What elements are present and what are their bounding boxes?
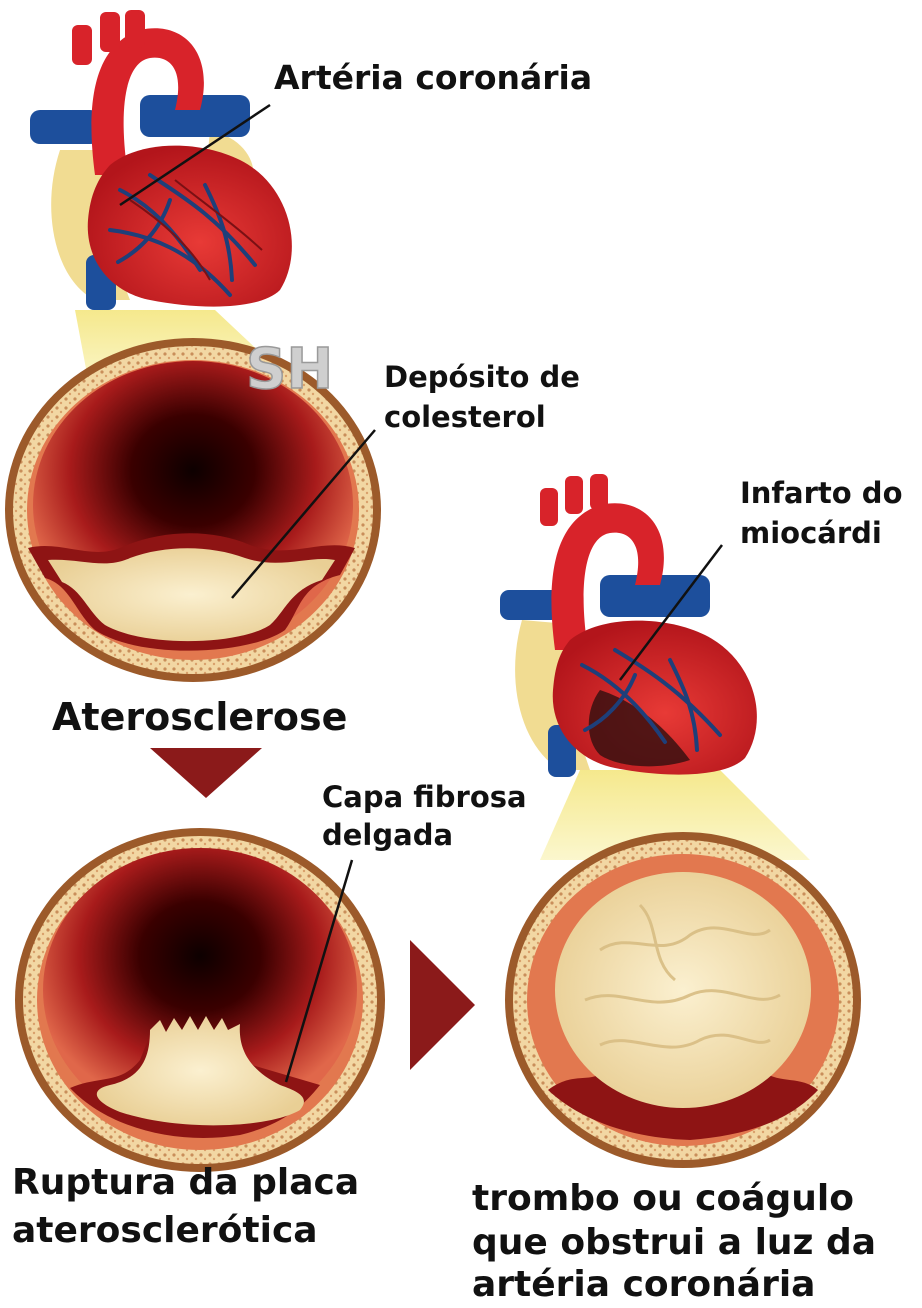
caption-plaque-rupture-line2: aterosclerótica <box>12 1208 318 1254</box>
caption-thrombus-line2: que obstrui a luz da <box>472 1220 876 1266</box>
label-cholesterol-deposit-line1: Depósito de <box>384 358 580 396</box>
label-thin-fibrous-cap-line1: Capa fibrosa <box>322 778 527 816</box>
caption-thrombus-line1: trombo ou coágulo <box>472 1176 854 1222</box>
thrombus-clot <box>555 872 811 1108</box>
svg-text:SH: SH <box>246 337 333 402</box>
label-myocardial-infarction-line1: Infarto do <box>740 474 903 512</box>
label-myocardial-infarction-line2: miocárdi <box>740 514 882 552</box>
heart-body <box>88 146 292 307</box>
caption-plaque-rupture-line1: Ruptura da placa <box>12 1160 359 1206</box>
caption-thrombus-line3: artéria coronária <box>472 1262 815 1308</box>
label-coronary-artery: Artéria coronária <box>274 58 592 97</box>
down-arrow <box>150 748 262 798</box>
label-atherosclerosis: Aterosclerose <box>52 692 347 742</box>
label-cholesterol-deposit-line2: colesterol <box>384 398 546 436</box>
heart-illustration-top <box>30 10 300 390</box>
right-arrow <box>410 940 475 1070</box>
artery-cross-section-thrombus <box>505 832 861 1168</box>
artery-cross-section-rupture <box>15 828 385 1172</box>
watermark-logo: SH <box>246 337 333 402</box>
label-thin-fibrous-cap-line2: delgada <box>322 816 453 854</box>
